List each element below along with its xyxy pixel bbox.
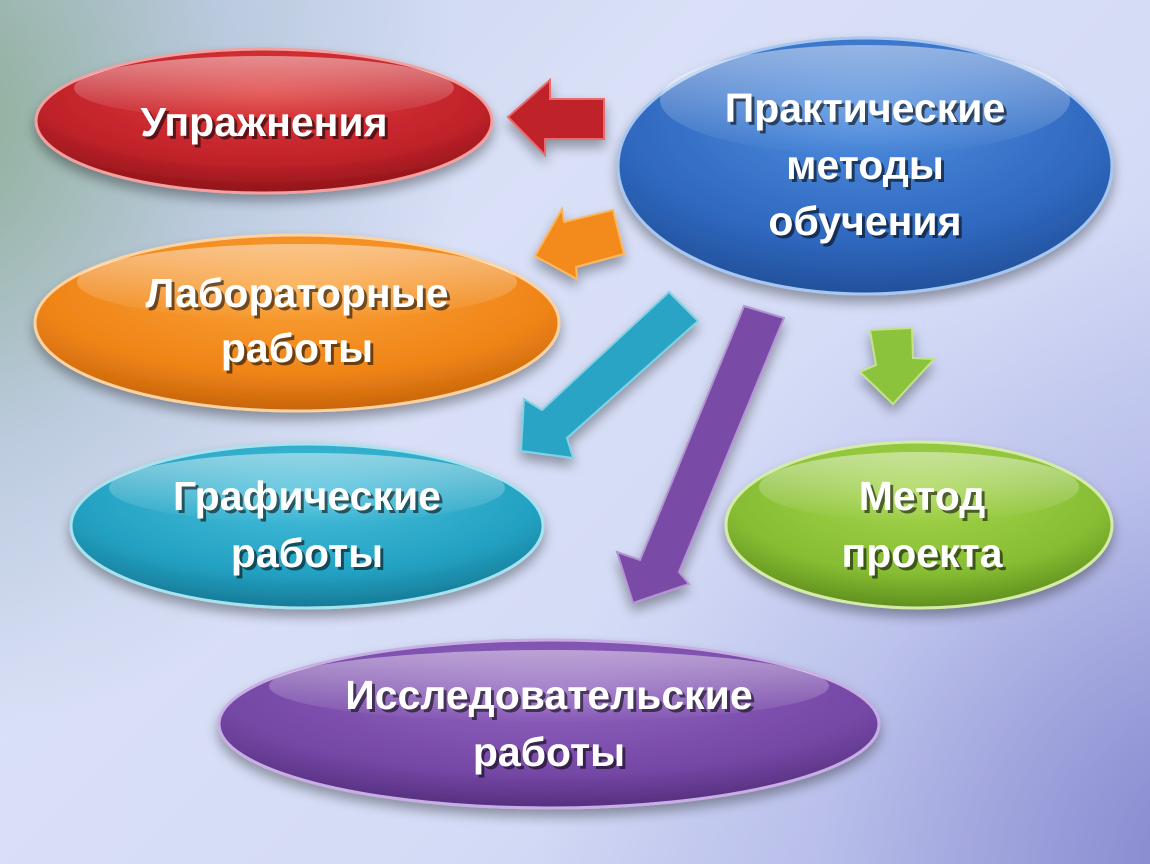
svg-text:методы: методы (786, 142, 944, 188)
svg-text:Исследовательские: Исследовательские (348, 675, 755, 721)
svg-text:работы: работы (224, 328, 376, 374)
label-practical-methods: Практические Практические методы методы … (725, 85, 1009, 247)
svg-text:Исследовательские: Исследовательские (345, 672, 752, 718)
svg-text:Практические: Практические (728, 88, 1009, 134)
arrow-to-lab-works (533, 206, 626, 281)
node-exercises (34, 47, 494, 195)
svg-text:Графические: Графические (173, 473, 441, 519)
svg-text:работы: работы (231, 530, 383, 576)
svg-text:работы: работы (476, 732, 628, 778)
label-lab-works: Лабораторные Лабораторные работы работы (145, 270, 451, 374)
arrow-to-research-works (615, 304, 786, 605)
svg-text:обучения: обучения (768, 198, 961, 244)
svg-text:Упражнения: Упражнения (140, 99, 387, 145)
svg-text:Практические: Практические (725, 85, 1006, 131)
svg-text:методы: методы (789, 145, 947, 191)
arrow-to-graphic-works (519, 290, 700, 460)
node-graphic-works (69, 442, 545, 610)
label-exercises: Упражнения Упражнения (140, 99, 390, 148)
svg-text:работы: работы (221, 325, 373, 371)
node-practical-methods (616, 36, 1114, 296)
arrow-to-project-method (858, 326, 937, 406)
svg-text:обучения: обучения (771, 201, 964, 247)
node-research-works (217, 638, 881, 810)
svg-text:Метод: Метод (862, 476, 988, 522)
node-project-method (724, 440, 1114, 610)
svg-text:Метод: Метод (859, 473, 985, 519)
svg-text:проекта: проекта (844, 533, 1006, 579)
label-graphic-works: Графические Графические работы работы (173, 473, 444, 579)
svg-text:Лабораторные: Лабораторные (148, 273, 451, 319)
label-project-method: Метод Метод проекта проекта (841, 473, 1006, 579)
svg-text:Упражнения: Упражнения (143, 102, 390, 148)
svg-text:Лабораторные: Лабораторные (145, 270, 448, 316)
svg-text:проекта: проекта (841, 530, 1003, 576)
label-research-works: Исследовательские Исследовательские рабо… (345, 672, 755, 778)
svg-text:работы: работы (234, 533, 386, 579)
arrow-to-exercises (506, 77, 605, 158)
svg-text:Графические: Графические (176, 476, 444, 522)
node-lab-works (33, 233, 561, 413)
svg-text:работы: работы (473, 729, 625, 775)
